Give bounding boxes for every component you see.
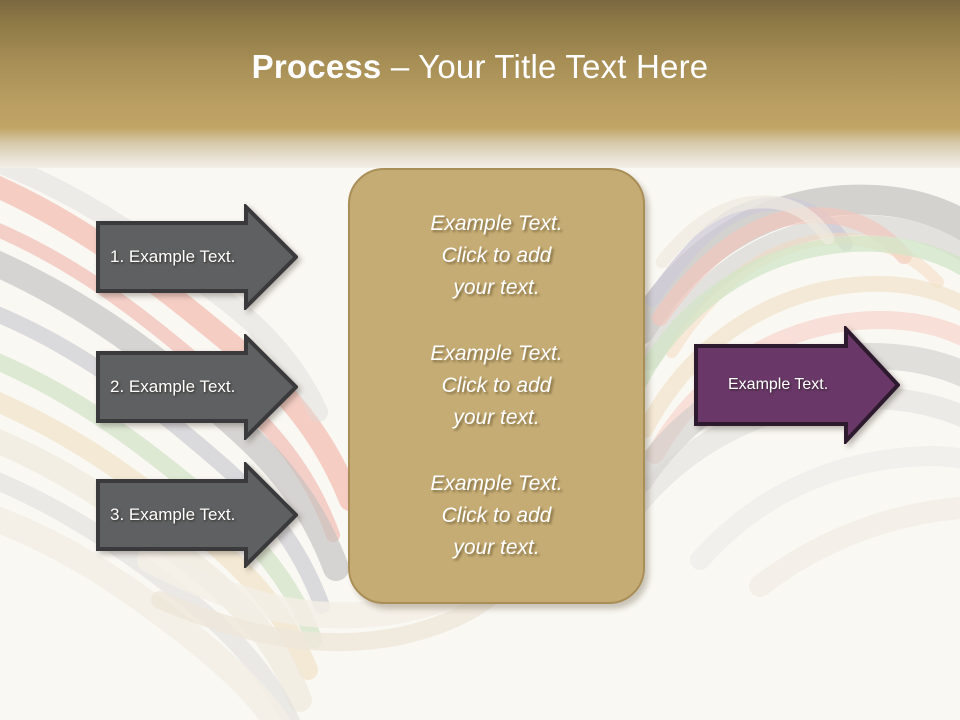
- step-arrow-3-label: 3. Example Text.: [110, 505, 236, 524]
- title-band-fade: [0, 128, 960, 168]
- content-block-3-line-3: your text.: [453, 536, 540, 559]
- result-arrow-label: Example Text.: [728, 376, 829, 393]
- content-block-1-line-1: Example Text.: [430, 212, 563, 235]
- result-arrow[interactable]: Example Text.: [694, 326, 900, 444]
- content-block-2-line-1: Example Text.: [430, 342, 563, 365]
- content-block-2: Example Text. Click to add your text.: [368, 338, 625, 434]
- page-title-rest: – Your Title Text Here: [381, 48, 709, 85]
- step-arrow-1-label: 1. Example Text.: [110, 247, 236, 266]
- content-block-1: Example Text. Click to add your text.: [368, 208, 625, 304]
- right-arrow-icon: [694, 326, 900, 444]
- content-block-3: Example Text. Click to add your text.: [368, 468, 625, 564]
- step-arrow-1[interactable]: 1. Example Text.: [96, 204, 298, 310]
- right-arrow-icon: [96, 462, 298, 568]
- title-band: [0, 0, 960, 128]
- step-arrow-2-label: 2. Example Text.: [110, 377, 236, 396]
- content-block-1-line-3: your text.: [453, 276, 540, 299]
- right-arrow-icon: [96, 204, 298, 310]
- step-arrow-2[interactable]: 2. Example Text.: [96, 334, 298, 440]
- content-block-2-line-3: your text.: [453, 406, 540, 429]
- content-block-1-line-2: Click to add: [441, 244, 552, 267]
- content-block-3-line-1: Example Text.: [430, 472, 563, 495]
- page-title: Process – Your Title Text Here: [0, 47, 960, 87]
- right-arrow-icon: [96, 334, 298, 440]
- center-content-box[interactable]: Example Text. Click to add your text. Ex…: [348, 168, 645, 604]
- content-block-2-line-2: Click to add: [441, 374, 552, 397]
- step-arrow-3[interactable]: 3. Example Text.: [96, 462, 298, 568]
- content-block-3-line-2: Click to add: [441, 504, 552, 527]
- page-title-bold: Process: [251, 48, 382, 85]
